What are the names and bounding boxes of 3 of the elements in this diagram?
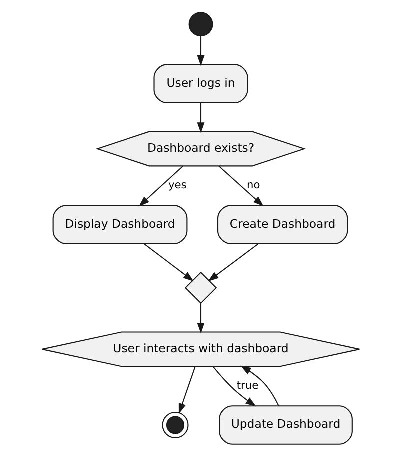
edge-label: yes [168,178,186,192]
edge-label: no [246,178,260,192]
edge-label: true [236,379,258,392]
